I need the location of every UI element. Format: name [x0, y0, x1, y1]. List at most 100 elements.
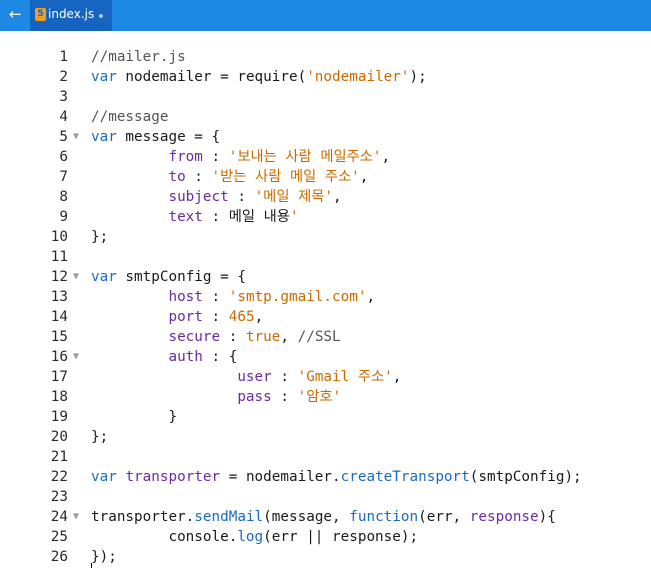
code-line[interactable]: 11 — [0, 247, 651, 267]
code-token: pass — [237, 389, 272, 405]
code-line[interactable]: 19 } — [0, 407, 651, 427]
code-line[interactable]: 6 from : '보내는 사람 메일주소', — [0, 147, 651, 167]
code-line[interactable]: 26}); — [0, 547, 651, 567]
code-token: var — [91, 269, 117, 285]
code-token: , — [254, 309, 264, 325]
line-number: 19 — [50, 409, 68, 425]
line-number: 12 — [50, 269, 68, 285]
code-line[interactable]: 1 //mailer.js — [0, 47, 651, 67]
line-number: 18 — [50, 389, 68, 405]
code-text: user : 'Gmail 주소', — [91, 367, 401, 387]
code-line[interactable]: 8 subject : '메일 제목', — [0, 187, 651, 207]
code-line[interactable]: 21 — [0, 447, 651, 467]
code-token: : 메일 내용 — [202, 209, 290, 225]
code-line[interactable]: 10}; — [0, 227, 651, 247]
code-token: , — [392, 369, 402, 385]
code-text: //mailer.js — [91, 47, 186, 67]
code-token: : — [202, 289, 229, 305]
code-line[interactable]: 7 to : '받는 사람 메일 주소', — [0, 167, 651, 187]
code-token — [91, 309, 168, 325]
code-token: (err || response); — [263, 529, 419, 545]
code-token: 'smtp.gmail.com' — [228, 289, 367, 305]
code-token: } — [91, 409, 178, 425]
tab-index-js[interactable]: 5 index.js — [30, 0, 112, 31]
line-number: 6 — [59, 149, 68, 165]
code-line[interactable]: 16▼ auth : { — [0, 347, 651, 367]
code-line[interactable]: 17 user : 'Gmail 주소', — [0, 367, 651, 387]
code-text: transporter.sendMail(message, function(e… — [91, 507, 556, 527]
code-text: var nodemailer = require('nodemailer'); — [91, 67, 427, 87]
code-line[interactable]: 25 console.log(err || response); — [0, 527, 651, 547]
code-text: }; — [91, 427, 108, 447]
unsaved-dot-icon — [99, 14, 103, 18]
code-token: : — [185, 169, 212, 185]
code-token: from — [168, 149, 203, 165]
code-line[interactable]: 5▼var message = { — [0, 127, 651, 147]
code-token: sendMail — [194, 509, 264, 525]
line-number: 14 — [50, 309, 68, 325]
code-line[interactable]: 3 — [0, 87, 651, 107]
code-token: '암호' — [297, 389, 342, 405]
code-token: , — [381, 149, 391, 165]
code-line[interactable]: 13 host : 'smtp.gmail.com', — [0, 287, 651, 307]
code-token: var — [91, 69, 117, 85]
code-line[interactable]: 12 ▼ var smtpConfig = { — [0, 267, 651, 287]
code-token: : { — [202, 349, 238, 365]
code-line[interactable]: 20}; — [0, 427, 651, 447]
line-number: 25 — [50, 529, 68, 545]
code-line[interactable]: 4//message — [0, 107, 651, 127]
line-number: 8 — [59, 189, 68, 205]
code-line[interactable]: 24▼transporter.sendMail(message, functio… — [0, 507, 651, 527]
code-token: , — [333, 189, 342, 205]
fold-arrow-icon[interactable]: ▼ — [73, 131, 80, 142]
code-token: (err, — [418, 509, 470, 525]
fold-arrow-icon[interactable]: ▼ — [73, 271, 80, 282]
code-token: }; — [91, 429, 109, 445]
back-arrow-icon[interactable]: ← — [9, 5, 22, 23]
code-token: transporter. — [91, 509, 195, 525]
code-token: port — [168, 309, 203, 325]
code-line[interactable]: 18 pass : '암호' — [0, 387, 651, 407]
line-number: 20 — [50, 429, 68, 445]
fold-arrow-icon[interactable]: ▼ — [73, 351, 80, 362]
code-token: '받는 사람 메일 주소' — [211, 169, 360, 185]
code-token: : — [271, 369, 298, 385]
code-token: text — [168, 209, 203, 225]
line-number: 13 — [50, 289, 68, 305]
code-token: subject — [168, 189, 229, 205]
tab-bar: ← 5 index.js — [0, 0, 651, 31]
code-text: pass : '암호' — [91, 387, 341, 407]
code-line[interactable]: 14 port : 465, — [0, 307, 651, 327]
line-number: 1 — [59, 49, 68, 65]
code-token: ); — [409, 69, 427, 85]
code-token: //SSL — [297, 329, 341, 345]
code-token: function — [349, 509, 419, 525]
code-token: true — [245, 329, 281, 345]
code-token: auth — [168, 349, 203, 365]
code-line[interactable]: 9 text : 메일 내용' — [0, 207, 651, 227]
code-token: log — [237, 529, 264, 545]
code-line[interactable]: 23 — [0, 487, 651, 507]
line-number: 3 — [59, 89, 68, 105]
line-number: 15 — [50, 329, 68, 345]
code-text: auth : { — [91, 347, 237, 367]
line-number: 9 — [59, 209, 68, 225]
code-line[interactable]: 15 secure : true, //SSL — [0, 327, 651, 347]
line-number: 17 — [50, 369, 68, 385]
code-text: text : 메일 내용' — [91, 207, 298, 227]
code-token: 'nodemailer' — [306, 69, 410, 85]
code-token: smtpConfig = { — [116, 269, 246, 285]
code-token: (message, — [263, 509, 350, 525]
code-text: console.log(err || response); — [91, 527, 418, 547]
code-token: to — [168, 169, 186, 185]
code-token — [91, 329, 168, 345]
code-token: 'Gmail 주소' — [297, 369, 393, 385]
code-token: //message — [91, 109, 169, 125]
code-token: = nodemailer. — [220, 469, 341, 485]
fold-arrow-icon[interactable]: ▼ — [73, 511, 80, 522]
line-number: 21 — [50, 449, 68, 465]
code-token — [91, 189, 168, 205]
